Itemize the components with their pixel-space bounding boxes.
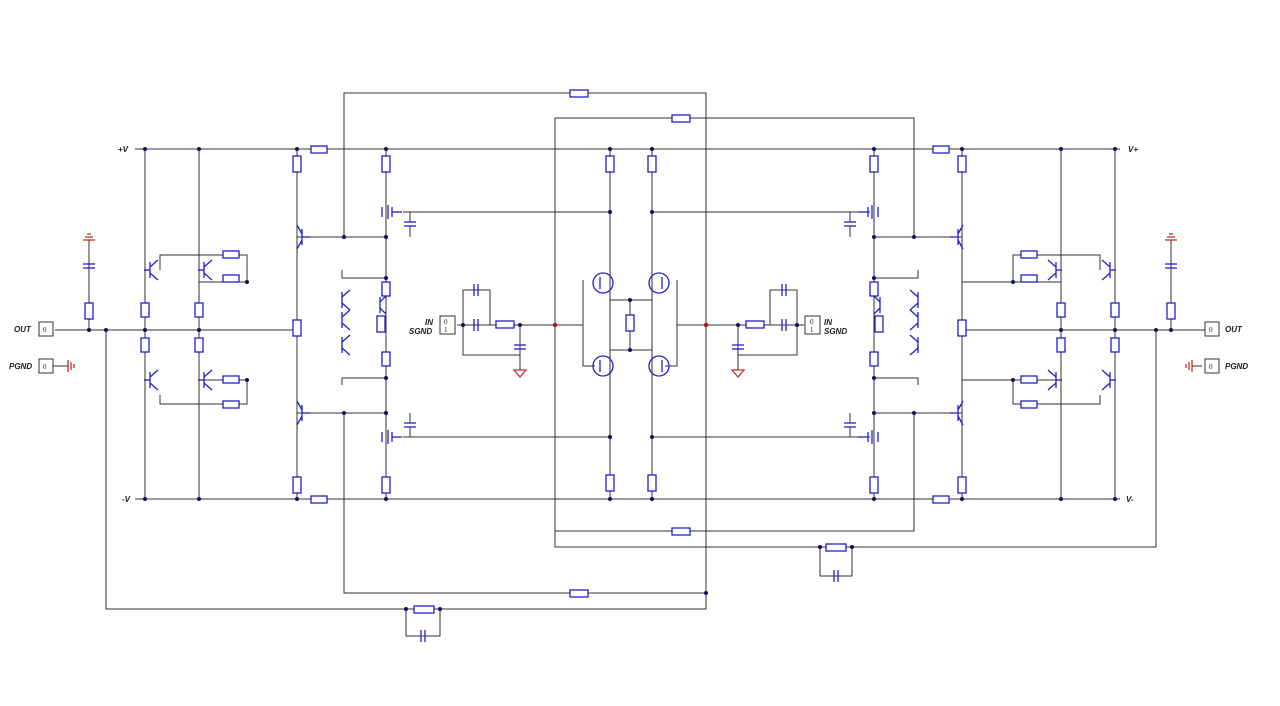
right-grounds bbox=[1165, 233, 1202, 372]
left-in-label: IN bbox=[425, 318, 433, 327]
left-out-port[interactable]: 0 OUT bbox=[14, 321, 54, 337]
left-output-stage bbox=[55, 149, 610, 499]
right-input-stage bbox=[706, 284, 804, 378]
right-output-resistors bbox=[825, 145, 1176, 552]
left-pgnd-port-value: 0 bbox=[43, 363, 47, 371]
left-input-pin-1: 1 bbox=[444, 326, 448, 334]
right-pgnd-port-value: 0 bbox=[1209, 363, 1213, 371]
right-out-port[interactable]: 0 OUT bbox=[1204, 321, 1243, 337]
left-pgnd-port[interactable]: 0 PGND bbox=[9, 358, 58, 374]
right-pgnd-label: PGND bbox=[1225, 362, 1248, 371]
right-output-stage bbox=[873, 149, 1205, 499]
right-out-port-value: 0 bbox=[1209, 326, 1213, 334]
left-input-pin-0: 0 bbox=[444, 318, 448, 326]
left-grounds bbox=[58, 233, 95, 372]
left-output-transistors bbox=[144, 205, 402, 444]
junction-dots bbox=[87, 147, 1173, 611]
left-output-resistors bbox=[84, 89, 589, 614]
left-out-port-value: 0 bbox=[43, 326, 47, 334]
right-sgnd-label: SGND bbox=[824, 327, 847, 336]
right-output-transistors bbox=[858, 205, 1116, 444]
right-out-label: OUT bbox=[1225, 325, 1243, 334]
right-pgnd-port[interactable]: 0 PGND bbox=[1204, 358, 1248, 374]
left-capacitors bbox=[83, 212, 441, 642]
power-rails bbox=[135, 148, 1120, 500]
left-pgnd-label: PGND bbox=[9, 362, 32, 371]
left-out-label: OUT bbox=[14, 325, 32, 334]
left-input-stage bbox=[457, 284, 555, 378]
left-positive-rail-label: +V bbox=[118, 145, 129, 154]
right-input-port[interactable]: 0 1 IN SGND bbox=[804, 315, 847, 336]
right-positive-rail-label: V+ bbox=[1128, 145, 1138, 154]
left-input-port[interactable]: 0 1 IN SGND bbox=[409, 315, 456, 336]
right-input-pin-1: 1 bbox=[810, 326, 814, 334]
left-negative-rail-label: -V bbox=[122, 495, 131, 504]
right-negative-rail-label: V- bbox=[1126, 495, 1134, 504]
right-input-pin-0: 0 bbox=[810, 318, 814, 326]
right-capacitors bbox=[819, 212, 1177, 582]
left-sgnd-label: SGND bbox=[409, 327, 432, 336]
right-in-label: IN bbox=[824, 318, 832, 327]
